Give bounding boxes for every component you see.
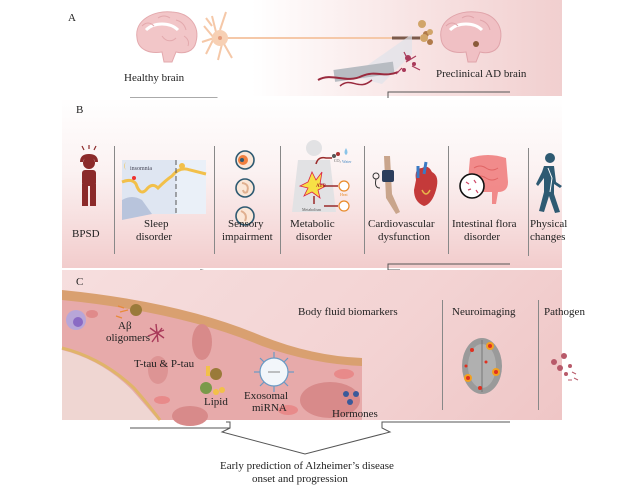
exosomal-label-line2: miRNA	[252, 402, 287, 414]
panel-b: B BPSD insomnia Sleep disorder	[62, 98, 567, 268]
pathogen-icon	[551, 353, 579, 381]
divider	[528, 148, 529, 256]
amyloid-tau-pathology-icon	[317, 20, 433, 87]
factor-label-sensory-line2: impairment	[222, 231, 273, 243]
factor-label-sleep-line2: disorder	[136, 231, 173, 243]
factor-label-sensory-line1: Sensory	[228, 218, 264, 230]
divider	[448, 146, 449, 254]
ad-brain-icon	[440, 11, 502, 63]
healthy-brain-label: Healthy brain	[124, 72, 185, 84]
divider	[280, 146, 281, 254]
abeta-label-line2: oligomers	[106, 332, 150, 344]
factor-label-metabolic-line2: disorder	[296, 231, 333, 243]
arrow-c-to-conclusion	[130, 421, 510, 455]
healthy-brain-icon	[136, 11, 198, 63]
factor-label-physical-line1: Physical	[530, 218, 568, 230]
divider	[214, 146, 215, 254]
sense-organs-icon	[235, 150, 255, 226]
ad-brain-label: Preclinical AD brain	[436, 68, 527, 80]
factor-label-intestinal-line2: disorder	[464, 231, 501, 243]
pathogen-title: Pathogen	[544, 306, 585, 318]
conclusion-line1: Early prediction of Alzheimer’s disease	[220, 460, 394, 472]
divider	[114, 146, 115, 254]
panel-c-letter: C	[76, 276, 84, 288]
metabolism-text: Metabolism	[302, 207, 322, 212]
factor-label-metabolic-line1: Metabolic	[290, 218, 335, 230]
water-text: Water	[342, 159, 352, 164]
factor-label-bpsd: BPSD	[72, 228, 100, 240]
neuroimaging-title: Neuroimaging	[452, 306, 516, 318]
tau-label: T-tau & P-tau	[134, 358, 195, 370]
exosomal-label-line1: Exosomal	[244, 390, 288, 402]
hormones-label: Hormones	[332, 408, 378, 420]
heat-text: Heat	[340, 192, 348, 197]
divider	[538, 300, 539, 410]
factor-label-cardio-line1: Cardiovascular	[368, 218, 435, 230]
intestine-bacteria-icon	[459, 155, 508, 204]
divider	[364, 146, 365, 254]
arm-cuff-heart-icon	[372, 156, 438, 214]
blood-vessel-illustration	[61, 290, 362, 426]
factor-label-physical-line2: changes	[530, 231, 566, 243]
atp-text: ATP	[316, 184, 326, 189]
factor-label-intestinal-line1: Intestinal flora	[452, 218, 517, 230]
panel-b-letter: B	[76, 104, 84, 116]
panel-a: A Healthy brain	[62, 0, 562, 96]
panel-c: C	[61, 270, 585, 426]
abeta-label-line1: Aβ	[118, 320, 132, 332]
sleep-chart-icon: insomnia	[121, 160, 207, 220]
divider	[442, 300, 443, 410]
distressed-person-icon	[80, 145, 98, 206]
panel-a-letter: A	[68, 12, 76, 24]
conclusion-panel: Early prediction of Alzheimer’s disease …	[62, 420, 562, 504]
body-fluid-title: Body fluid biomarkers	[298, 306, 398, 318]
neuron-icon	[201, 11, 433, 61]
metabolism-body-icon	[292, 140, 350, 212]
factor-label-sleep-line1: Sleep	[144, 218, 169, 230]
brain-scan-icon	[462, 338, 502, 394]
insomnia-text: insomnia	[130, 166, 152, 172]
factor-label-cardio-line2: dysfunction	[378, 231, 430, 243]
co2-text: CO₂	[334, 158, 341, 163]
lipid-label: Lipid	[204, 396, 228, 408]
conclusion-line2: onset and progression	[252, 473, 348, 485]
walking-person-icon	[536, 153, 562, 213]
